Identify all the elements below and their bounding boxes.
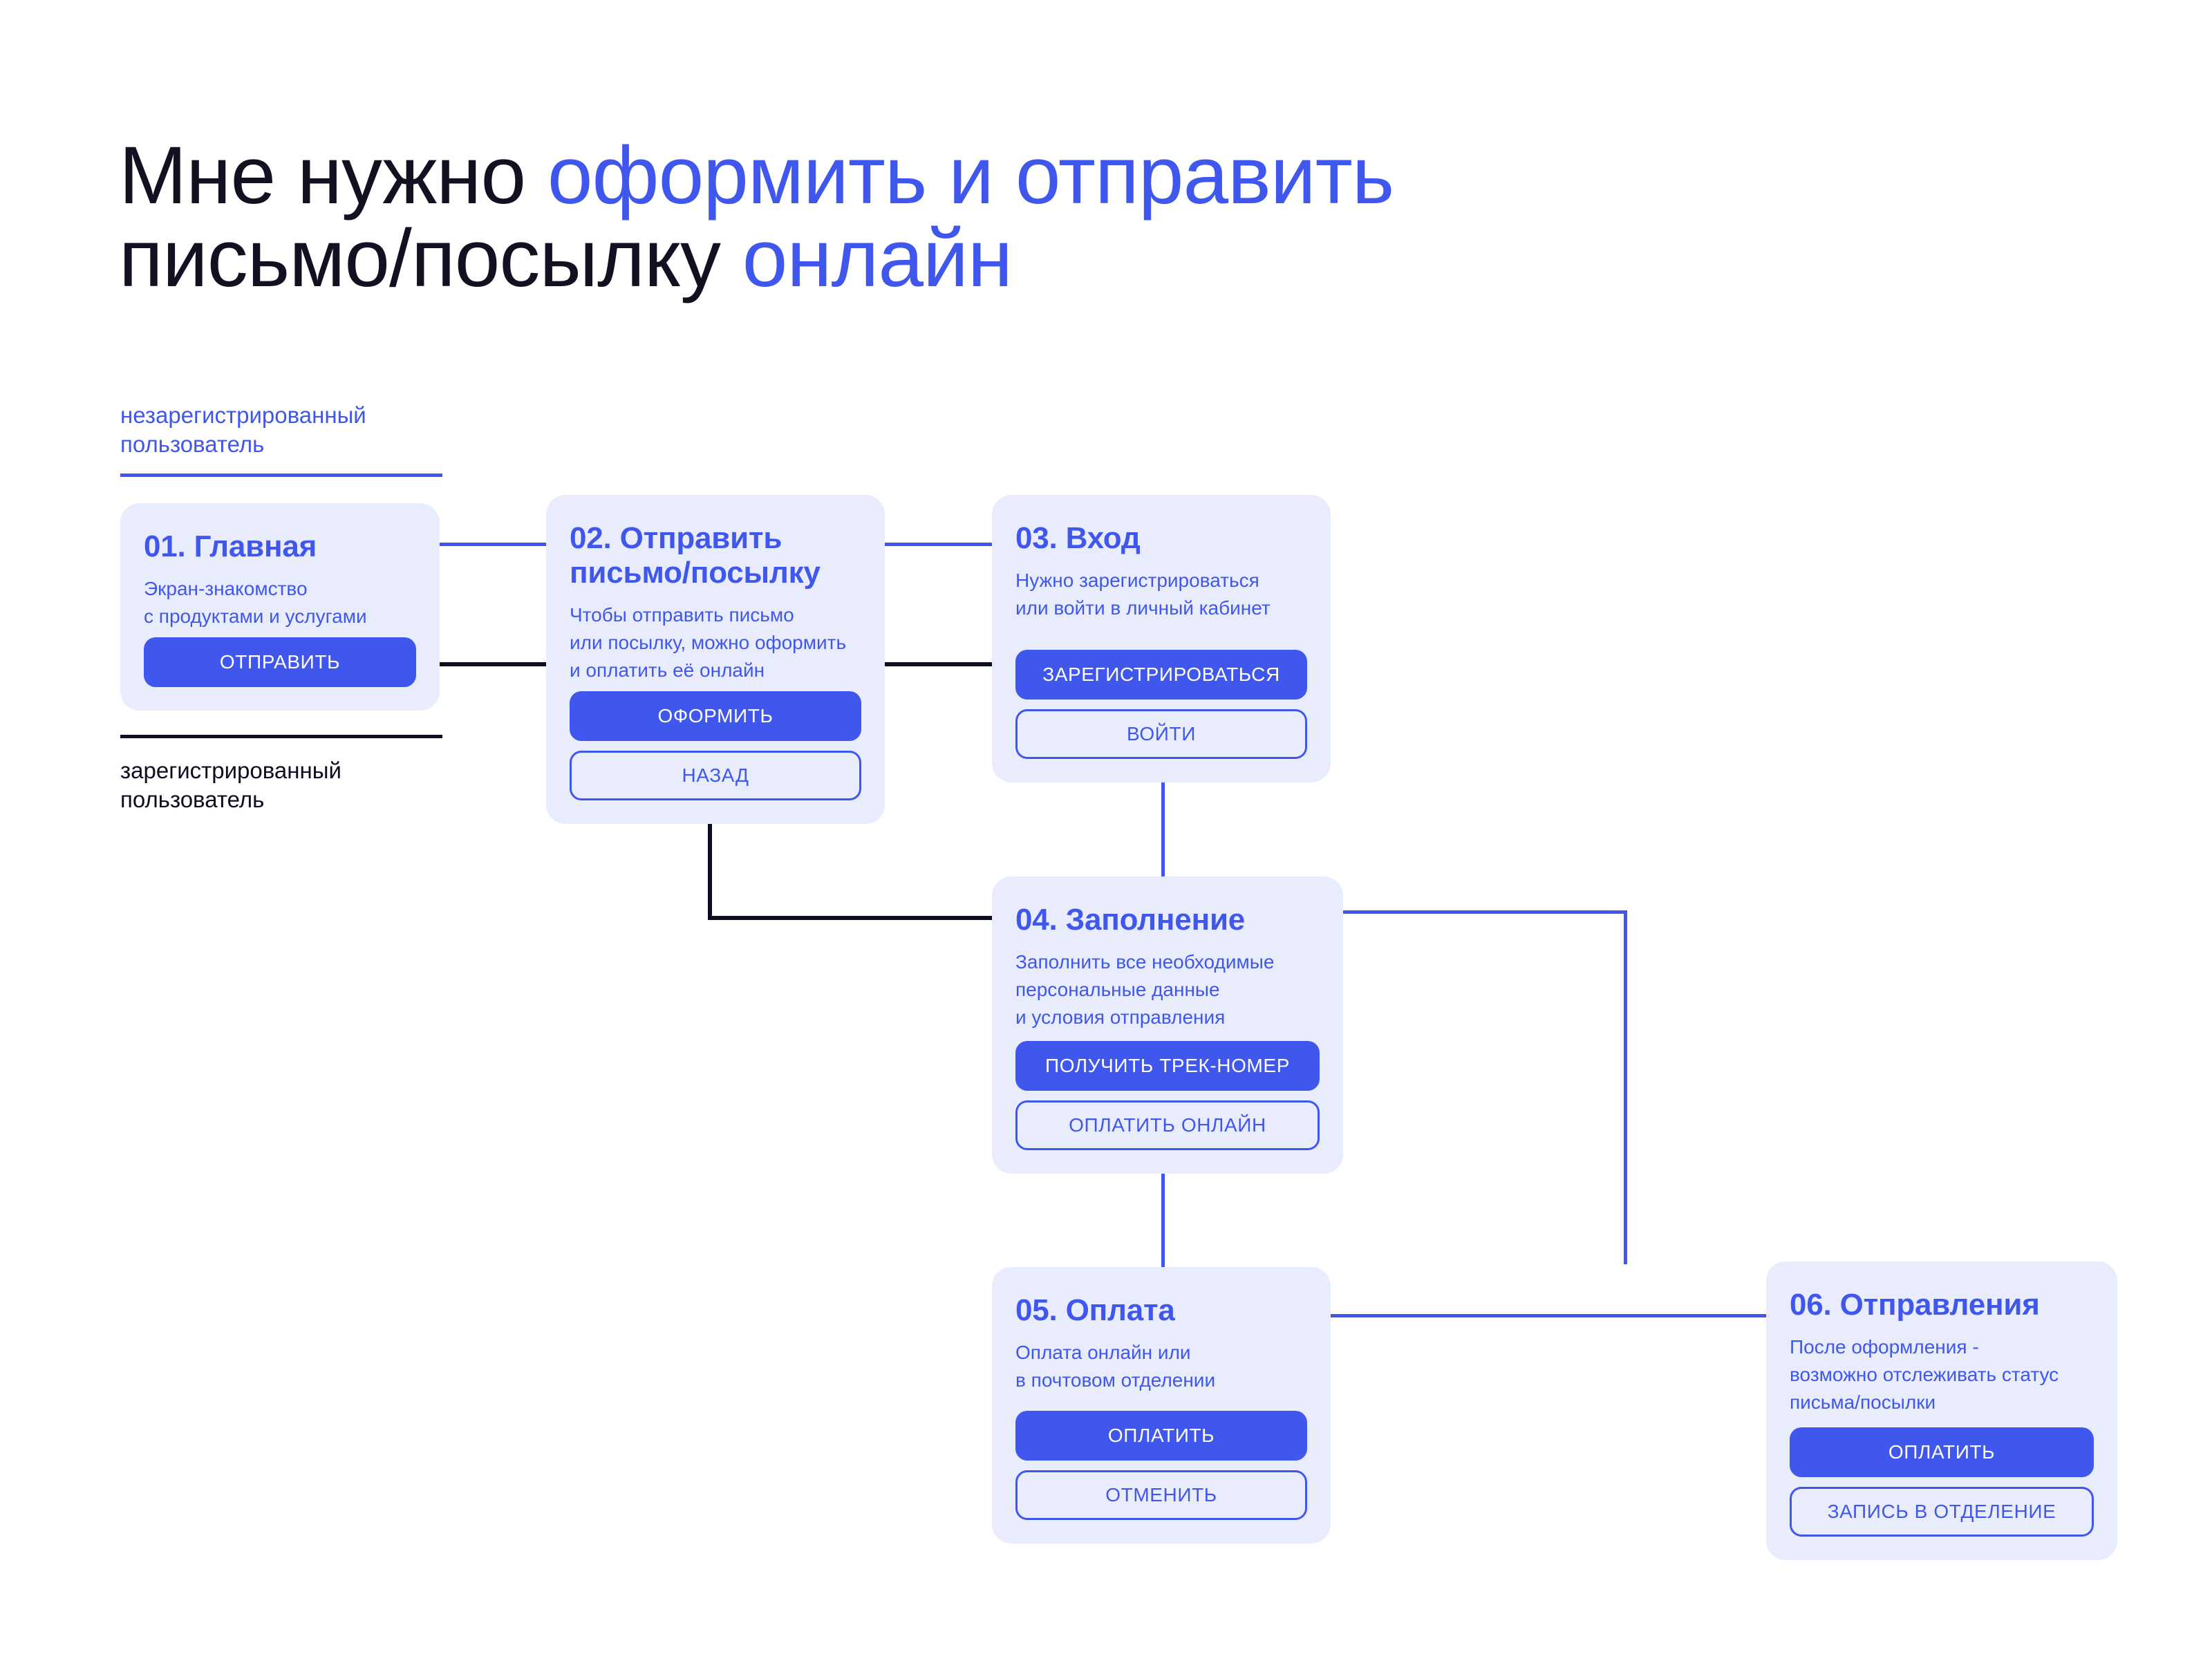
card-03-description: Нужно зарегистрироваться или войти в лич…	[1015, 570, 1271, 619]
connector-01-to-02-secondary	[440, 662, 547, 666]
title-line1-black: Мне нужно	[119, 130, 547, 222]
card-06-primary-button[interactable]: ОПЛАТИТЬ	[1790, 1427, 2094, 1477]
connector-04-to-06-horizontal	[1342, 910, 1627, 914]
card-02-secondary-wrap: НАЗАД	[570, 751, 861, 800]
card-06-title: 06. Отправления	[1790, 1288, 2040, 1322]
card-02-primary-button[interactable]: ОФОРМИТЬ	[570, 691, 861, 741]
card-03-actions: ЗАРЕГИСТРИРОВАТЬСЯ ВОЙТИ	[1015, 650, 1307, 759]
group-divider-unregistered	[120, 473, 442, 477]
connector-02-to-03-secondary	[885, 662, 993, 666]
page-title: Мне нужно оформить и отправить письмо/по…	[119, 134, 2124, 301]
card-03-vhod[interactable]: 03. Вход Нужно зарегистрироваться или во…	[992, 495, 1331, 782]
card-05-actions: ОПЛАТИТЬ ОТМЕНИТЬ	[1015, 1411, 1307, 1520]
card-03-primary-button[interactable]: ЗАРЕГИСТРИРОВАТЬСЯ	[1015, 650, 1307, 700]
card-05-title: 05. Оплата	[1015, 1293, 1175, 1327]
card-02-title: 02. Отправить письмо/посылку	[570, 521, 821, 590]
title-line1-accent: оформить и отправить	[547, 130, 1394, 222]
connector-03-to-04-vertical	[1161, 782, 1165, 878]
card-04-title: 04. Заполнение	[1015, 903, 1246, 937]
title-line2-accent: онлайн	[742, 213, 1013, 305]
card-01-primary-button[interactable]: ОТПРАВИТЬ	[144, 637, 416, 687]
card-02-secondary-button[interactable]: НАЗАД	[570, 751, 861, 800]
card-03-title: 03. Вход	[1015, 521, 1141, 555]
connector-04-to-06-vertical	[1624, 910, 1627, 1264]
group-label-registered: зарегистрированный пользователь	[120, 758, 341, 812]
card-02-otpravit-pismo-posylku[interactable]: 02. Отправить письмо/посылку Чтобы отпра…	[546, 495, 885, 824]
card-06-secondary-wrap: ЗАПИСЬ В ОТДЕЛЕНИЕ	[1790, 1487, 2094, 1537]
connector-02-to-03-primary	[885, 543, 993, 546]
connector-02-to-04-vertical	[708, 824, 712, 919]
card-04-secondary-wrap: ОПЛАТИТЬ ОНЛАЙН	[1015, 1100, 1320, 1150]
card-04-secondary-button[interactable]: ОПЛАТИТЬ ОНЛАЙН	[1015, 1100, 1320, 1150]
card-05-secondary-button[interactable]: ОТМЕНИТЬ	[1015, 1470, 1307, 1520]
card-04-primary-button[interactable]: ПОЛУЧИТЬ ТРЕК-НОМЕР	[1015, 1041, 1320, 1091]
card-02-actions: ОФОРМИТЬ НАЗАД	[570, 691, 861, 800]
group-divider-registered	[120, 735, 442, 738]
card-06-secondary-button[interactable]: ЗАПИСЬ В ОТДЕЛЕНИЕ	[1790, 1487, 2094, 1537]
card-03-secondary-wrap: ВОЙТИ	[1015, 709, 1307, 759]
card-05-secondary-wrap: ОТМЕНИТЬ	[1015, 1470, 1307, 1520]
title-line2-black: письмо/посылку	[119, 213, 742, 305]
card-05-description: Оплата онлайн или в почтовом отделении	[1015, 1342, 1216, 1391]
connector-04-to-05-vertical	[1161, 1174, 1165, 1268]
card-05-primary-button[interactable]: ОПЛАТИТЬ	[1015, 1411, 1307, 1461]
card-01-actions: ОТПРАВИТЬ	[144, 637, 416, 687]
card-05-oplata[interactable]: 05. Оплата Оплата онлайн или в почтовом …	[992, 1267, 1331, 1544]
group-label-unregistered: незарегистрированный пользователь	[120, 402, 366, 457]
card-04-actions: ПОЛУЧИТЬ ТРЕК-НОМЕР ОПЛАТИТЬ ОНЛАЙН	[1015, 1041, 1320, 1150]
card-01-glavnaya[interactable]: 01. Главная Экран-знакомство с продуктам…	[120, 503, 440, 711]
card-04-zapolnenie[interactable]: 04. Заполнение Заполнить все необходимые…	[992, 876, 1343, 1174]
card-02-description: Чтобы отправить письмо или посылку, можн…	[570, 604, 847, 682]
connector-05-to-06-horizontal	[1329, 1314, 1768, 1317]
card-06-otpravleniya[interactable]: 06. Отправления После оформления - возмо…	[1766, 1261, 2117, 1560]
card-04-description: Заполнить все необходимые персональные д…	[1015, 951, 1275, 1029]
card-06-actions: ОПЛАТИТЬ ЗАПИСЬ В ОТДЕЛЕНИЕ	[1790, 1427, 2094, 1537]
card-01-title: 01. Главная	[144, 529, 317, 563]
card-03-secondary-button[interactable]: ВОЙТИ	[1015, 709, 1307, 759]
card-06-description: После оформления - возможно отслеживать …	[1790, 1336, 2059, 1414]
connector-01-to-02-primary	[440, 543, 547, 546]
connector-02-to-04-horizontal	[708, 916, 994, 920]
card-01-description: Экран-знакомство с продуктами и услугами	[144, 578, 367, 628]
